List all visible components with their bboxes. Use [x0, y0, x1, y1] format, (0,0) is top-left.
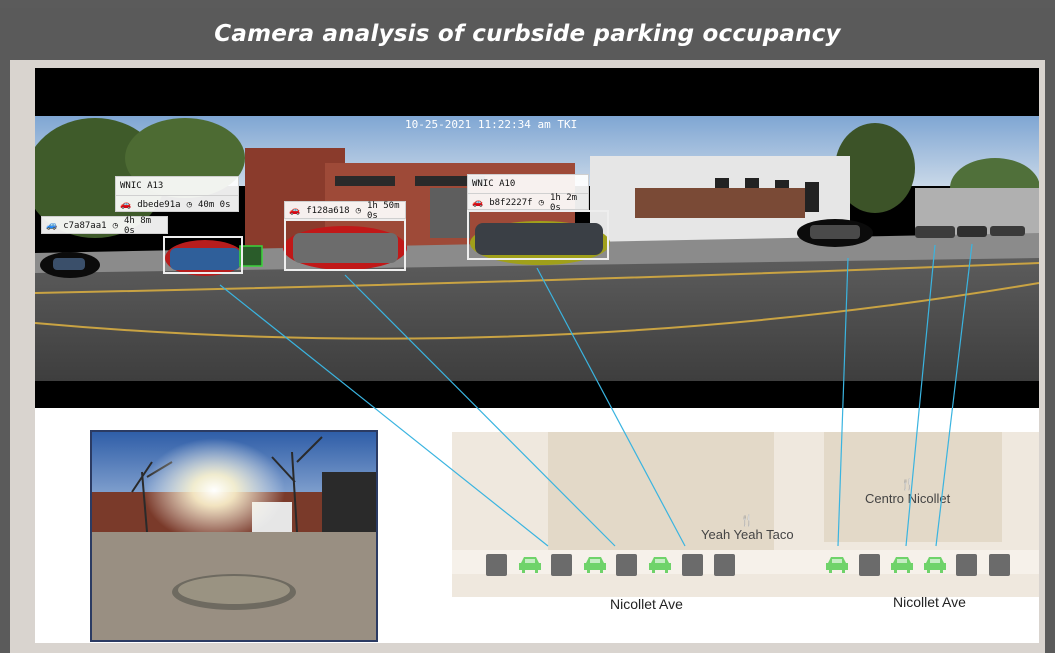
camera-scene: 10-25-2021 11:22:34 am TKI	[35, 68, 1039, 408]
empty-slot	[989, 554, 1010, 576]
occupied-slot-car-icon	[889, 554, 915, 576]
car-icon: 🚙	[46, 221, 58, 231]
empty-slot	[616, 554, 638, 576]
bounding-box	[163, 236, 243, 274]
bounding-box	[467, 210, 609, 260]
camera-feed: 10-25-2021 11:22:34 am TKI	[35, 68, 1039, 408]
car-icon: 🚗	[472, 198, 484, 208]
empty-slot	[858, 554, 880, 576]
street-label: Nicollet Ave	[610, 596, 683, 612]
zone-label: WNIC A13	[120, 181, 164, 191]
empty-slot	[681, 554, 703, 576]
occupied-slot-car-icon	[517, 554, 543, 576]
vehicle-id: c7a87aa1	[63, 221, 107, 231]
occupied-slot-car-icon	[582, 554, 608, 576]
duration: 1h 2m 0s	[550, 193, 578, 213]
duration: 4h 8m 0s	[124, 216, 152, 236]
camera-timestamp: 10-25-2021 11:22:34 am TKI	[405, 118, 577, 131]
empty-slot	[956, 554, 978, 576]
restaurant-icon: 🍴	[740, 515, 755, 527]
clock-icon: ◷	[112, 221, 118, 231]
empty-slot	[551, 554, 573, 576]
vehicle-id: dbede91a	[137, 200, 181, 210]
car-icon: 🚗	[120, 200, 132, 210]
duration: 40m 0s	[198, 200, 231, 210]
occupied-slot-car-icon	[647, 554, 673, 576]
detection-label-a10: WNIC A10 🚗 b8f2227f ◷ 1h 2m 0s	[467, 174, 589, 213]
detection-label-f12: 🚗 f128a618 ◷ 1h 50m 0s	[284, 201, 406, 221]
clock-icon: ◷	[355, 206, 361, 216]
bounding-box	[284, 219, 406, 271]
zone-label: WNIC A10	[472, 179, 516, 189]
street-photo	[90, 430, 378, 642]
occupied-slot-car-icon	[922, 554, 948, 576]
place-yeah-yeah-taco: 🍴 Yeah Yeah Taco	[701, 514, 794, 542]
empty-slot	[486, 554, 507, 576]
detection-label-c7: 🚙 c7a87aa1 ◷ 4h 8m 0s	[41, 216, 168, 236]
clock-icon: ◷	[186, 200, 192, 210]
car-icon: 🚗	[289, 206, 301, 216]
place-centro-nicollet: 🍴 Centro Nicollet	[865, 478, 950, 506]
street-photo-image	[92, 432, 376, 640]
street-label: Nicollet Ave	[893, 594, 966, 610]
page-title: Camera analysis of curbside parking occu…	[214, 21, 841, 47]
clock-icon: ◷	[538, 198, 544, 208]
restaurant-icon: 🍴	[900, 479, 915, 491]
empty-slot	[714, 554, 736, 576]
title-bar: Camera analysis of curbside parking occu…	[0, 8, 1055, 60]
duration: 1h 50m 0s	[367, 201, 400, 221]
occupied-slot-car-icon	[824, 554, 850, 576]
place-name: Yeah Yeah Taco	[701, 527, 794, 542]
vehicle-id: f128a618	[306, 206, 350, 216]
detection-label-a13: WNIC A13 🚗 dbede91a ◷ 40m 0s	[115, 176, 239, 212]
vehicle-id: b8f2227f	[489, 198, 533, 208]
place-name: Centro Nicollet	[865, 491, 951, 506]
